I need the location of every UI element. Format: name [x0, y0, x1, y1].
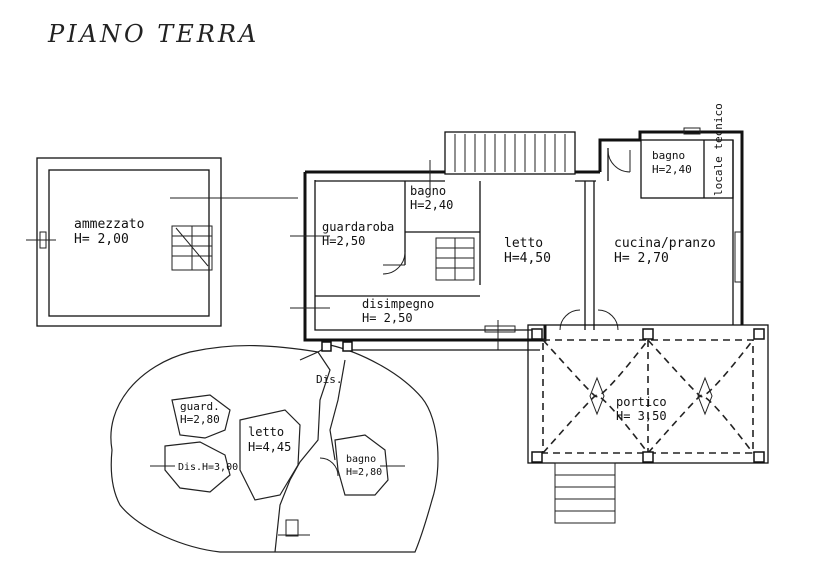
room-letto-name: letto: [504, 236, 543, 251]
room-bagno-small-name: bagno: [410, 184, 446, 198]
room-guard-name: guard.: [180, 400, 220, 413]
room-guard-height: H=2,80: [180, 413, 220, 426]
room-disimpegno-name: disimpegno: [362, 297, 434, 311]
room-dis-lower-height: H=3,00: [202, 462, 238, 473]
room-disimpegno-height: H= 2,50: [362, 311, 413, 325]
room-bagno-right-height: H=2,40: [652, 163, 692, 176]
cave-area: [110, 339, 540, 553]
room-ammezzato-name: ammezzato: [74, 217, 144, 232]
ammezzato-stairs: [171, 225, 213, 271]
room-locale-tecnico-name: locale tecnico: [712, 103, 725, 196]
room-letto-cave-name: letto: [248, 425, 284, 439]
ammezzato-block: [26, 157, 298, 327]
letto-stairs: [435, 237, 475, 281]
room-dis-lower-name: Dis.: [178, 462, 202, 473]
room-guardaroba-height: H=2,50: [322, 234, 365, 248]
room-bagno-cave-name: bagno: [346, 454, 376, 465]
room-guardaroba-name: guardaroba: [322, 220, 394, 234]
room-cucina-height: H= 2,70: [614, 251, 669, 266]
room-cucina-name: cucina/pranzo: [614, 236, 716, 251]
room-labels: ammezzato H= 2,00 guardaroba H=2,50 bagn…: [74, 103, 725, 478]
portico: [527, 324, 769, 524]
room-portico-height: H= 3,50: [616, 409, 667, 423]
room-ammezzato-height: H= 2,00: [74, 232, 129, 247]
room-letto-cave-height: H=4,45: [248, 440, 291, 454]
portico-steps: [554, 462, 616, 524]
room-dis-upper-name: Dis.: [316, 373, 343, 386]
room-letto-height: H=4,50: [504, 251, 551, 266]
room-bagno-cave-height: H=2,80: [346, 467, 382, 478]
plan-title: PIANO TERRA: [47, 20, 259, 48]
room-portico-name: portico: [616, 395, 667, 409]
main-stairs: [454, 134, 566, 172]
room-bagno-small-height: H=2,40: [410, 198, 453, 212]
room-bagno-right-name: bagno: [652, 149, 685, 162]
